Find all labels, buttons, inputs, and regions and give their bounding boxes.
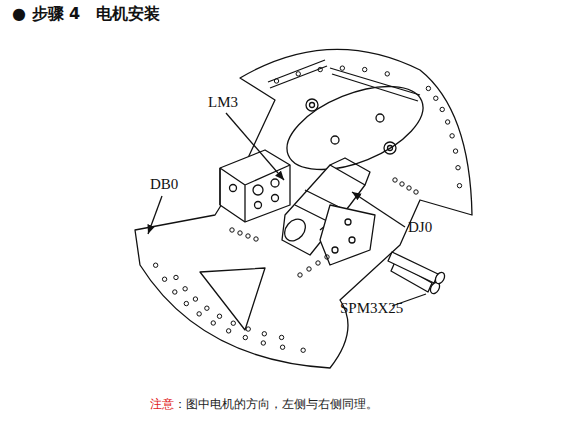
step-title: ● 步骤 4 电机安装 xyxy=(12,4,160,25)
part-label: DB0 xyxy=(150,176,178,193)
part-label: SPM3X25 xyxy=(340,300,403,317)
part-label: DJ0 xyxy=(408,219,432,236)
note-text: ：图中电机的方向，左侧与右侧同理。 xyxy=(174,396,378,413)
part-label: LM3 xyxy=(208,94,238,111)
note-label: 注意 xyxy=(150,396,174,413)
